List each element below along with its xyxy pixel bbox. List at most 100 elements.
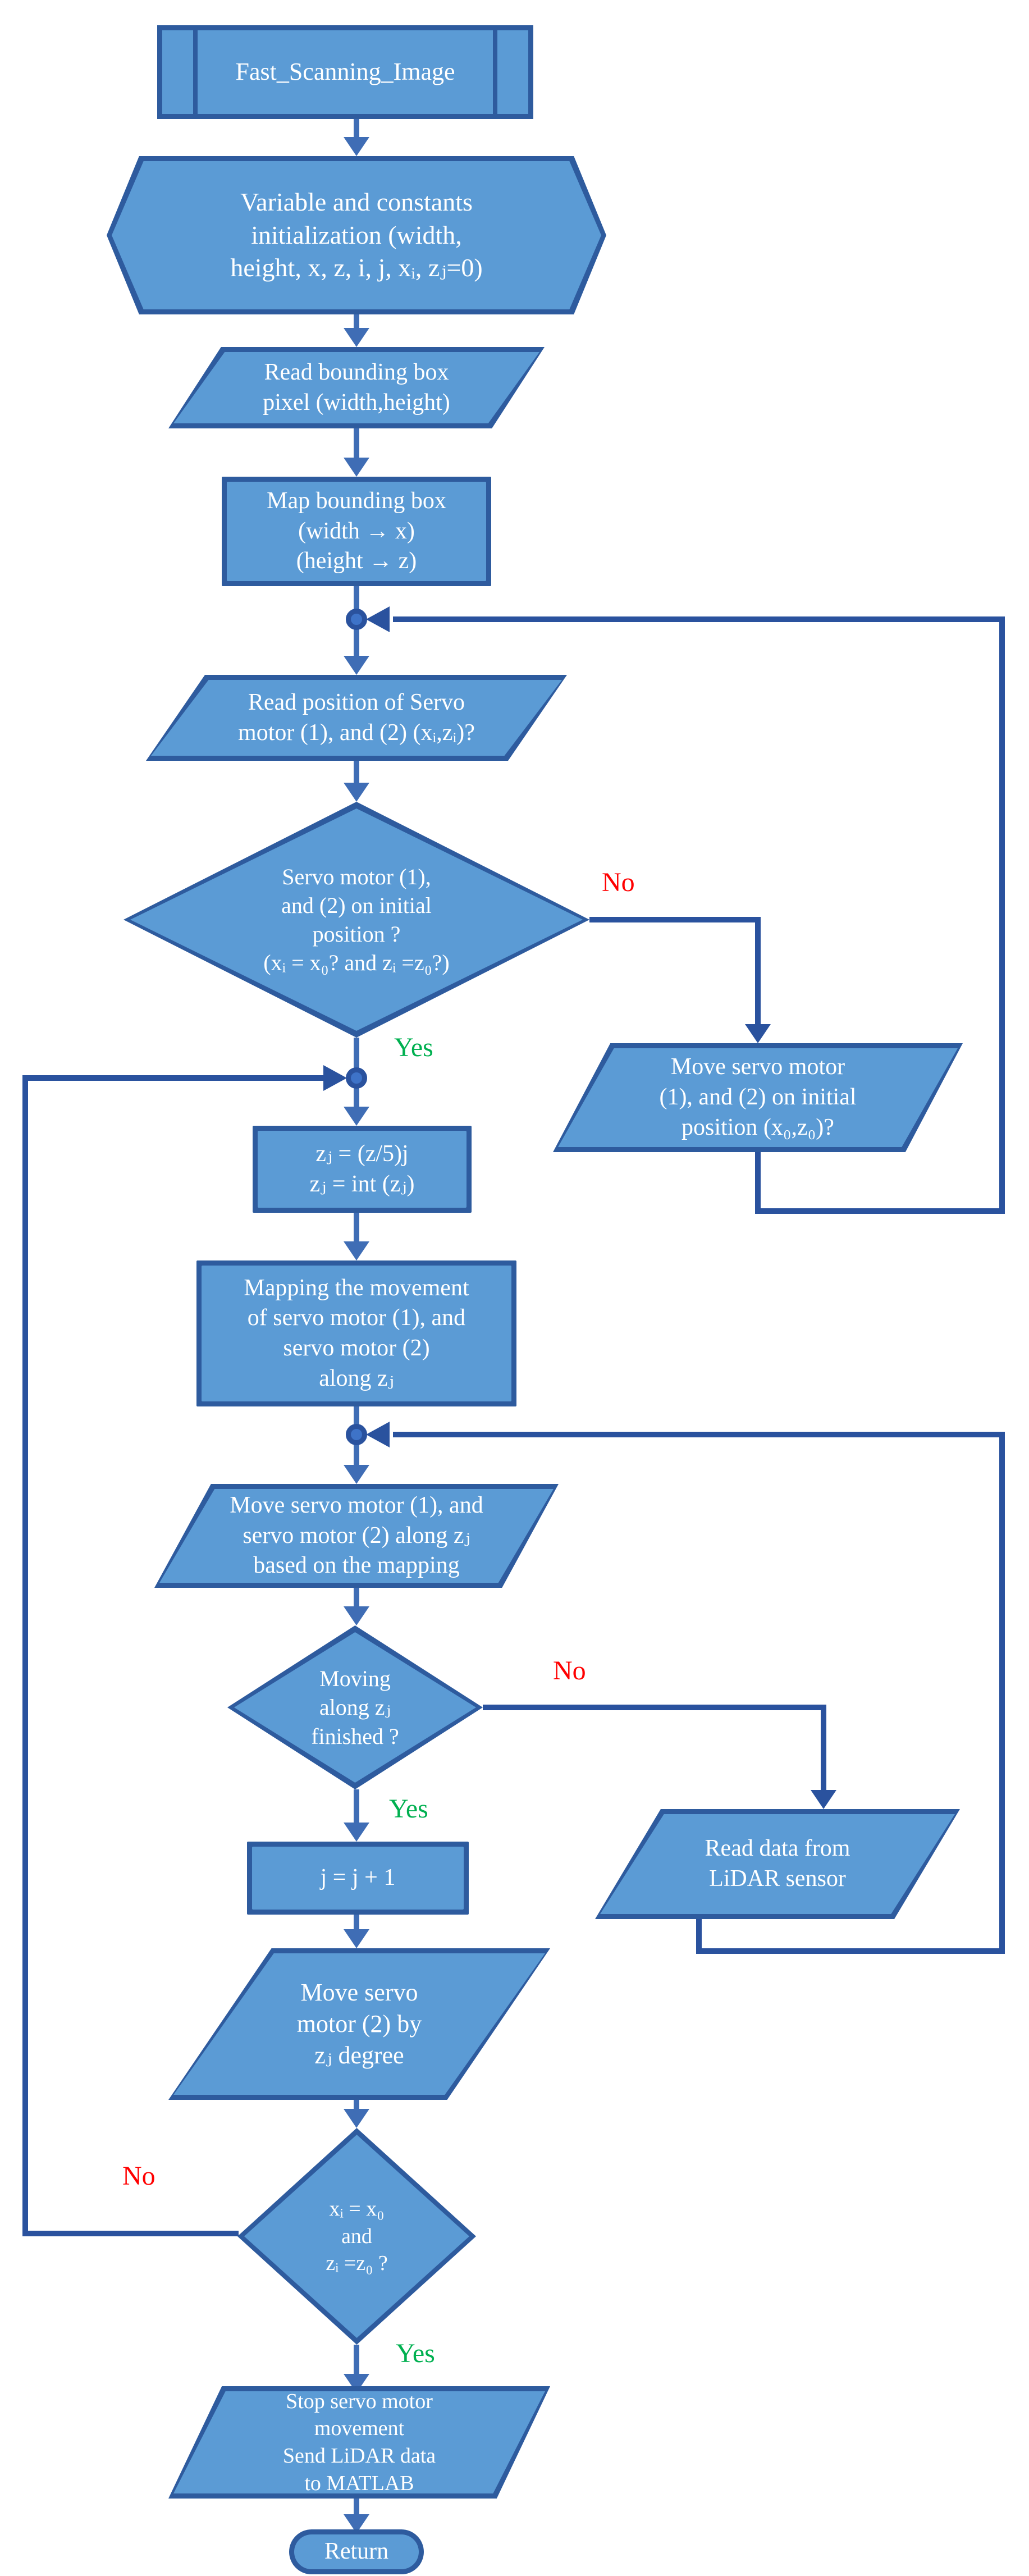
edge-loop3-top (393, 1432, 1005, 1437)
node-read-bbox: Read bounding box pixel (width,height) (168, 347, 545, 428)
edge-init-readbbox (354, 314, 359, 329)
node-move-initial: Move servo motor (1), and (2) on initial… (553, 1043, 963, 1152)
edge-loop2-left (22, 1075, 28, 2236)
edge-no1-horizontal (589, 917, 761, 922)
junction-above-computezj (346, 1067, 367, 1089)
edge-no2-vertical (821, 1707, 826, 1791)
edge-no3-horizontal (25, 2231, 239, 2236)
arrowhead-checkmoving-incrementj (344, 1823, 369, 1842)
node-increment-j-label: j = j + 1 (320, 1865, 396, 1891)
parallelogram-fill (151, 680, 562, 756)
edge-loop1-bottom (755, 1208, 1005, 1214)
node-check-home: xᵢ = x₀ and zᵢ =z₀ ? (237, 2128, 476, 2345)
node-mapping: Mapping the movement of servo motor (1),… (196, 1260, 516, 1406)
node-start-label: Fast_Scanning_Image (235, 58, 455, 86)
arrowhead-init-readbbox (344, 328, 369, 347)
junction-above-movealong (346, 1424, 367, 1445)
arrowhead-into-junction3 (366, 1422, 390, 1447)
edge-junction1-readpos (354, 629, 359, 657)
edge-read-lidar-exit (696, 1919, 702, 1954)
node-map-bbox-label: Map bounding box (width → x) (height → z… (267, 487, 446, 574)
arrowhead-junction1-readpos (344, 656, 369, 675)
edge-start-init (354, 119, 359, 138)
edge-mapbbox-junction1 (354, 586, 359, 612)
edge-computezj-mapping (354, 1213, 359, 1243)
node-increment-j: j = j + 1 (247, 1842, 469, 1915)
node-move-initial-label: Move servo motor (1), and (2) on initial… (659, 1054, 857, 1140)
arrowhead-junction3-movealong (344, 1465, 369, 1484)
arrowhead-into-move-initial (745, 1024, 771, 1043)
junction-above-readpos (346, 609, 367, 630)
arrowhead-readbbox-mapbbox (344, 458, 369, 477)
edge-loop1-right (999, 616, 1005, 1214)
label-yes-check-initial: Yes (394, 1033, 433, 1062)
node-start: Fast_Scanning_Image (157, 25, 533, 119)
rectangle-fill (258, 1131, 467, 1208)
node-check-initial-label: Servo motor (1), and (2) on initial posi… (263, 864, 450, 976)
label-yes-check-moving: Yes (389, 1794, 428, 1824)
edge-loop3-right (999, 1435, 1005, 1954)
predefined-left-bar (193, 30, 198, 114)
arrowhead-incrementj-movez (344, 1929, 369, 1948)
node-move-along: Move servo motor (1), and servo motor (2… (154, 1484, 559, 1588)
edge-movealong-checkmoving (354, 1588, 359, 1607)
node-check-moving: Moving along zⱼ finished ? (227, 1625, 483, 1789)
edge-junction2-computezj (354, 1086, 359, 1108)
parallelogram-fill (173, 2391, 545, 2493)
arrowhead-readpos-checkinitial (344, 783, 369, 802)
hexagon-fill (112, 161, 601, 309)
arrowhead-movealong-checkmoving (344, 1606, 369, 1625)
parallelogram-fill (159, 1489, 554, 1583)
edge-readpos-checkinitial (354, 761, 359, 784)
edge-stopsend-return (354, 2499, 359, 2515)
edge-loop2-top (25, 1075, 326, 1081)
node-move-z: Move servo motor (2) by zⱼ degree (168, 1948, 550, 2100)
parallelogram-fill (558, 1048, 958, 1147)
edge-no1-vertical (755, 920, 761, 1024)
arrowhead-into-junction2 (323, 1065, 347, 1091)
node-move-z-label: Move servo motor (2) by zⱼ degree (296, 1978, 422, 2070)
rectangle-fill (227, 482, 486, 581)
label-yes-check-home: Yes (396, 2339, 435, 2368)
node-stop-send: Stop servo motor movement Send LiDAR dat… (168, 2386, 550, 2499)
edge-checkinitial-junction2 (354, 1038, 359, 1070)
node-compute-zj-label: zⱼ = (z/5)j zⱼ = int (zⱼ) (309, 1140, 415, 1197)
rectangle-fill (252, 1847, 464, 1910)
arrowhead-start-init (344, 137, 369, 156)
node-check-initial: Servo motor (1), and (2) on initial posi… (124, 802, 589, 1038)
edge-no2-horizontal (483, 1705, 826, 1710)
label-no-check-home: No (122, 2161, 156, 2191)
node-check-home-label: xᵢ = x₀ and zᵢ =z₀ ? (326, 2197, 388, 2276)
node-init-label: Variable and constants initialization (w… (230, 187, 483, 282)
label-no-check-moving: No (553, 1656, 586, 1686)
node-read-lidar-label: Read data from LiDAR sensor (705, 1835, 850, 1892)
arrowhead-movez-checkhome (344, 2109, 369, 2128)
node-return: Return (289, 2529, 424, 2574)
node-check-moving-label: Moving along zⱼ finished ? (311, 1666, 399, 1749)
arrowhead-into-junction1 (366, 606, 390, 632)
node-stop-send-label: Stop servo motor movement Send LiDAR dat… (282, 2389, 436, 2495)
parallelogram-fill (173, 352, 539, 423)
node-move-along-label: Move servo motor (1), and servo motor (2… (230, 1492, 483, 1579)
node-read-lidar: Read data from LiDAR sensor (595, 1809, 960, 1919)
edge-move-initial-exit (755, 1152, 761, 1214)
predefined-right-bar (493, 30, 497, 114)
edge-movez-checkhome (354, 2100, 359, 2110)
node-compute-zj: zⱼ = (z/5)j zⱼ = int (zⱼ) (253, 1126, 472, 1213)
node-mapping-label: Mapping the movement of servo motor (1),… (244, 1275, 469, 1391)
node-read-bbox-label: Read bounding box pixel (width,height) (263, 359, 450, 415)
node-return-label: Return (324, 2538, 389, 2565)
edge-incrementj-movez (354, 1915, 359, 1930)
node-init: Variable and constants initialization (w… (107, 156, 606, 314)
predefined-process-fill (162, 30, 528, 114)
arrowhead-junction2-computezj (344, 1107, 369, 1126)
rectangle-fill (202, 1266, 511, 1401)
edge-mapping-junction3 (354, 1406, 359, 1426)
parallelogram-fill (600, 1814, 955, 1914)
edge-checkmoving-incrementj (354, 1789, 359, 1824)
arrowhead-into-read-lidar (811, 1790, 836, 1809)
terminator-fill (294, 2534, 419, 2569)
edge-junction3-movealong (354, 1443, 359, 1466)
arrowhead-computezj-mapping (344, 1241, 369, 1260)
edge-checkhome-stopsend (354, 2345, 359, 2375)
